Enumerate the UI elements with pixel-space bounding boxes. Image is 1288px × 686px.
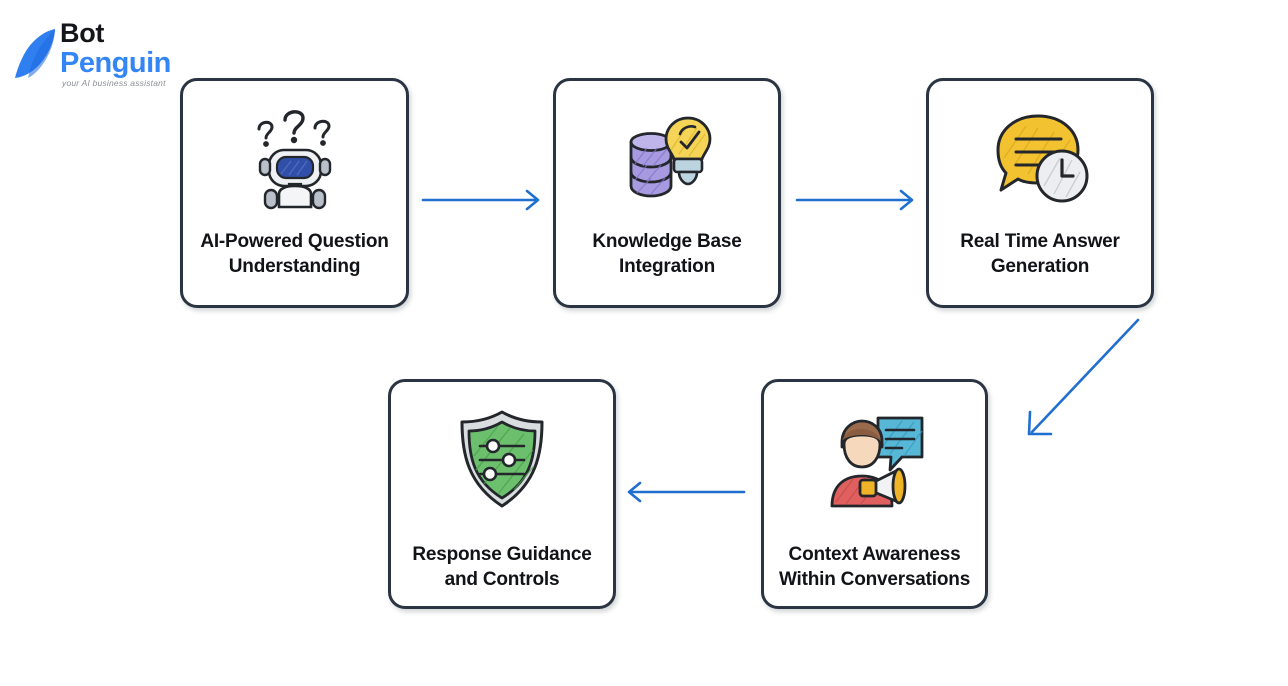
flow-card-real-time-answer-generation[interactable]: Real Time Answer Generation (926, 78, 1154, 308)
connector-arrow-diagonal (1027, 318, 1140, 436)
brand-tagline: your AI business assistant (62, 78, 166, 88)
brand-wordmark: Bot Penguin (60, 18, 171, 79)
flow-card-label: AI-Powered Question Understanding (200, 231, 389, 277)
brand-name-line2: Penguin (60, 47, 171, 79)
person-megaphone-icon (764, 404, 985, 516)
brand-name-line1: Bot (60, 18, 105, 48)
flow-card-response-guidance-and-controls[interactable]: Response Guidance and Controls (388, 379, 616, 609)
flow-card-label: Context Awareness Within Conversations (778, 544, 971, 590)
confused-robot-icon (183, 103, 406, 213)
flow-card-label: Knowledge Base Integration (592, 231, 742, 277)
shield-sliders-icon (391, 404, 613, 516)
penguin-icon (15, 29, 55, 78)
brand-logo: Bot Penguin your AI business assistant (14, 18, 174, 90)
flow-card-ai-powered-question-understanding[interactable]: AI-Powered Question Understanding (180, 78, 409, 308)
flow-card-label: Real Time Answer Generation (960, 231, 1120, 277)
connector-arrow-right-1 (421, 189, 540, 211)
speech-bubble-clock-icon (929, 103, 1151, 213)
connector-arrow-left (627, 481, 746, 503)
flow-card-knowledge-base-integration[interactable]: Knowledge Base Integration (553, 78, 781, 308)
database-lightbulb-icon (556, 103, 778, 213)
flow-card-context-awareness-within-conversations[interactable]: Context Awareness Within Conversations (761, 379, 988, 609)
flow-card-label: Response Guidance and Controls (412, 544, 592, 590)
connector-arrow-right-2 (795, 189, 914, 211)
